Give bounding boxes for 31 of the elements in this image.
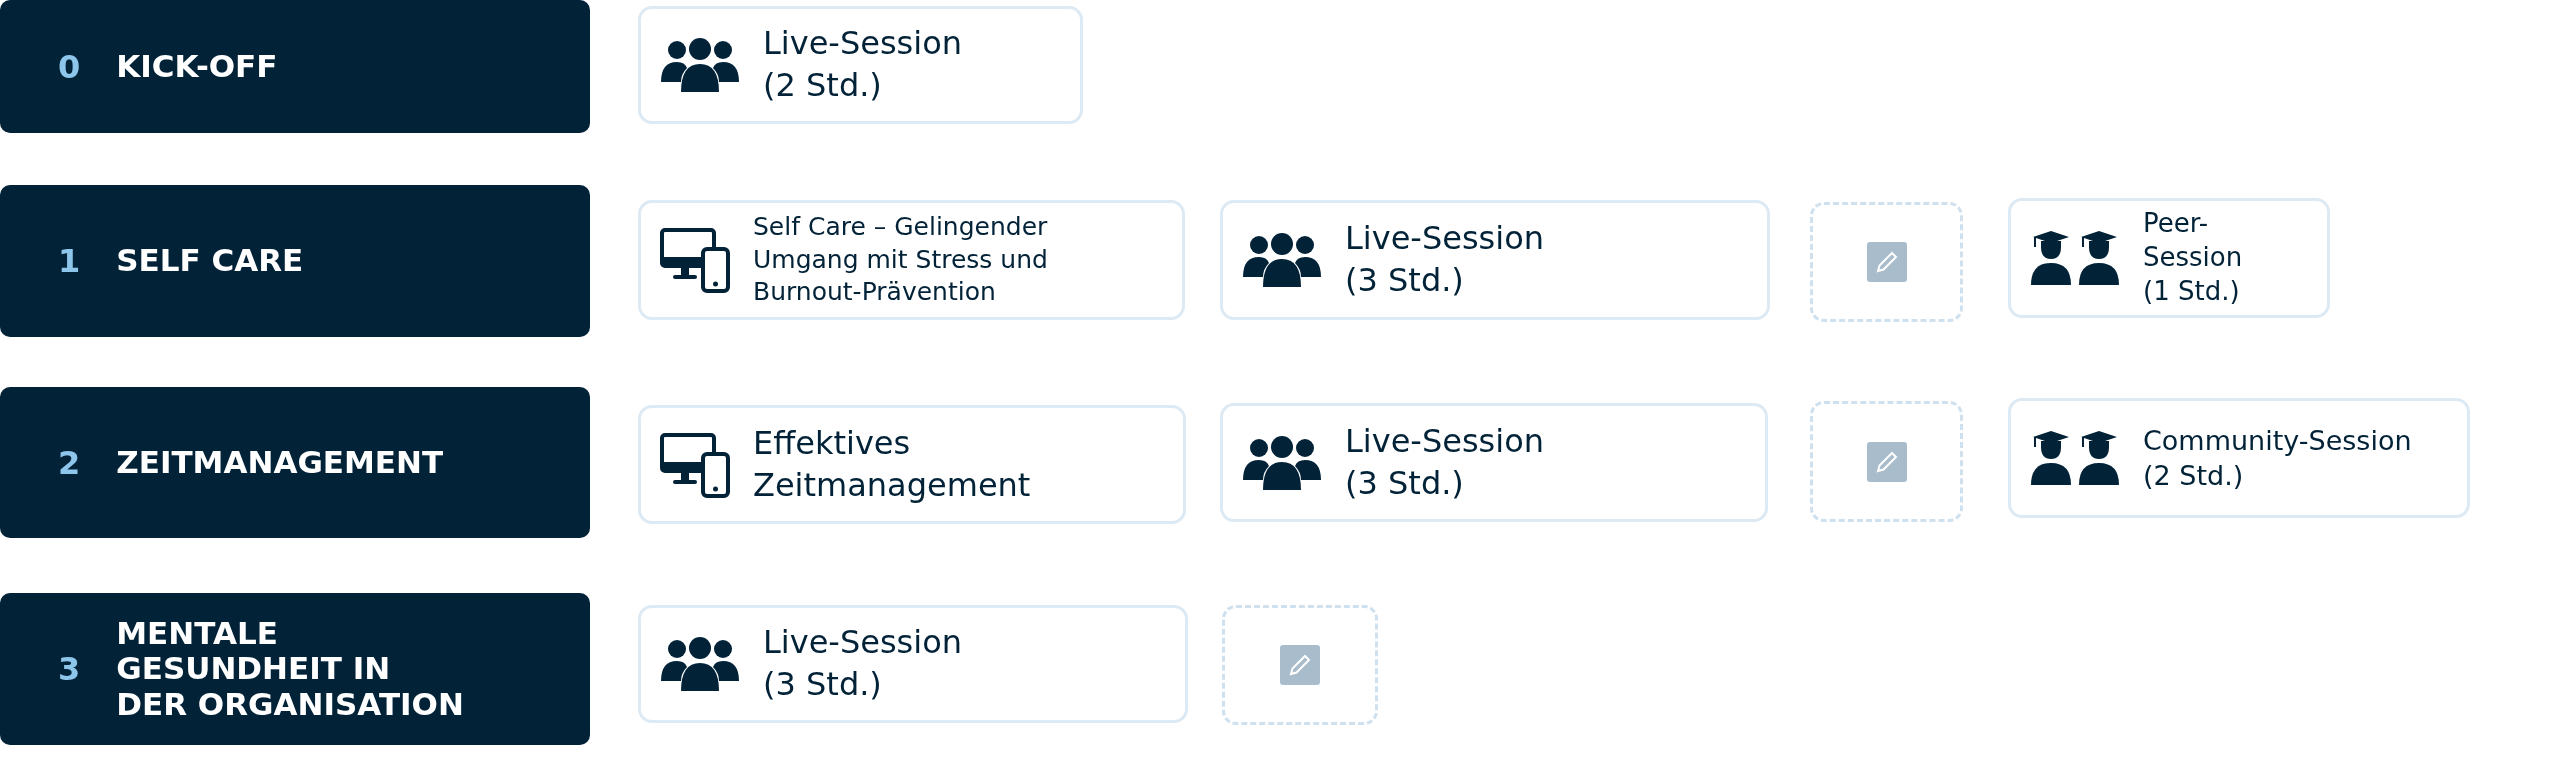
placeholder-box — [1810, 401, 1963, 522]
phase-banner — [0, 0, 590, 133]
phase-banner — [0, 185, 590, 337]
module-card — [638, 605, 1188, 723]
phase-title: KICK-OFF — [116, 48, 279, 85]
phase-number: 3 — [58, 649, 81, 690]
card-text: Live-Session (2 Std.) — [763, 23, 963, 106]
module-card — [2008, 398, 2470, 518]
module-card — [638, 200, 1185, 320]
card-text: Community-Session (2 Std.) — [2143, 423, 2413, 493]
module-card — [638, 405, 1186, 524]
phase-number: 2 — [58, 442, 81, 484]
phase-title: ZEITMANAGEMENT — [116, 444, 445, 481]
phase-banner — [0, 593, 590, 745]
phase-title: SELF CARE — [116, 243, 305, 279]
phase-banner — [0, 387, 590, 538]
card-text: Live-Session (3 Std.) — [1345, 218, 1545, 301]
phase-number: 1 — [58, 241, 81, 282]
card-text: Peer-Session (1 Std.) — [2143, 207, 2244, 308]
card-text: Effektives Zeitmanagement — [753, 422, 1032, 506]
card-text: Live-Session (3 Std.) — [1345, 420, 1545, 504]
module-card — [1220, 403, 1768, 522]
module-card — [2008, 198, 2330, 318]
module-card — [638, 6, 1083, 124]
phase-title: MENTALE GESUNDHEIT IN DER ORGANISATION — [116, 615, 465, 723]
card-text: Self Care – Gelingender Umgang mit Stress und Burnout-Prävention — [753, 211, 1049, 309]
placeholder-box — [1810, 202, 1963, 322]
module-card — [1220, 200, 1770, 320]
card-text: Live-Session (3 Std.) — [763, 622, 963, 705]
phase-number: 0 — [58, 46, 81, 88]
placeholder-box — [1222, 605, 1378, 725]
